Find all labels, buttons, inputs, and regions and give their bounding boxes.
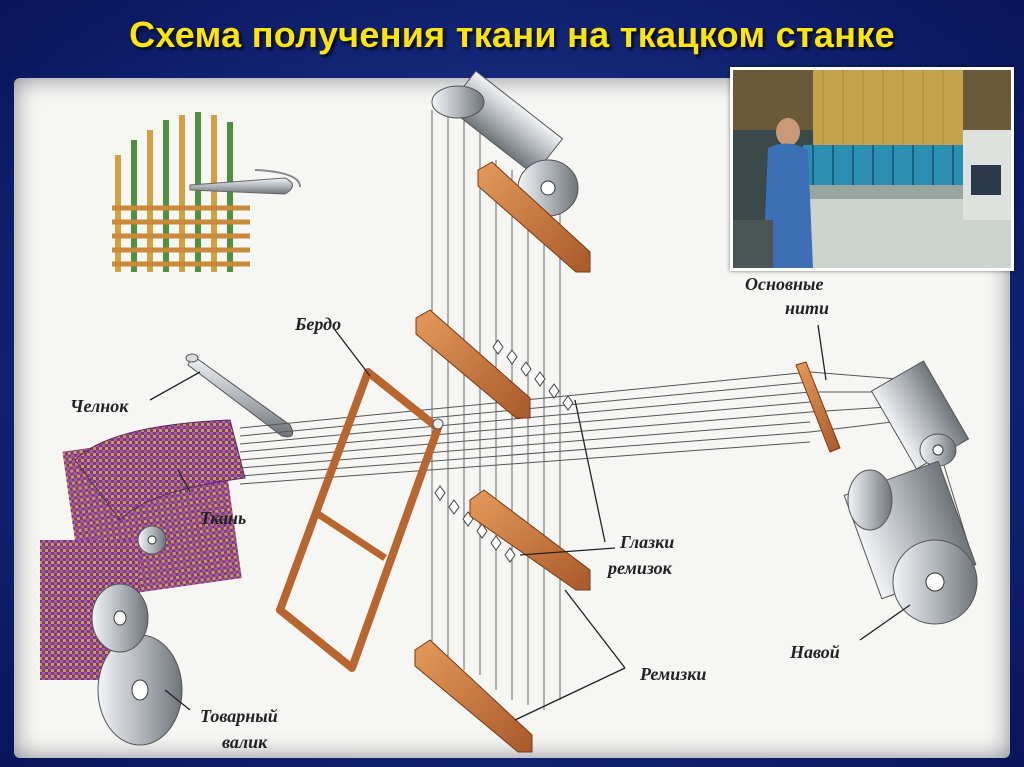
shuttle-icon (185, 353, 294, 438)
callout-lines (149, 324, 911, 721)
heddle-frames (414, 161, 591, 753)
reed-rungs (313, 509, 387, 561)
label-navoy: Навой (789, 642, 840, 662)
label-tovarny-2: валик (222, 732, 268, 752)
reed-knob (432, 418, 444, 430)
heddle-eyes (434, 339, 574, 563)
label-glazki-1: Глазки (619, 532, 674, 552)
label-osnovnye-1: Основные (745, 274, 824, 294)
weave-pattern-icon (112, 112, 301, 272)
loom-photo-image (733, 70, 1011, 268)
loom-photo (730, 67, 1014, 271)
label-osnovnye-2: нити (785, 298, 829, 318)
warp-beam (843, 360, 978, 625)
label-remizki: Ремизки (639, 664, 706, 684)
label-tovarny-1: Товарный (200, 706, 278, 726)
heddle-strings (431, 110, 561, 710)
slide-title: Схема получения ткани на ткацком станке (129, 14, 895, 55)
label-glazki-2: ремизок (606, 558, 673, 578)
label-chelnok: Челнок (70, 396, 129, 416)
reed-frame (276, 368, 442, 672)
label-tkan: Ткань (200, 508, 246, 528)
label-berdo: Бердо (294, 314, 341, 334)
back-rest (795, 361, 841, 453)
fabric (74, 419, 246, 521)
